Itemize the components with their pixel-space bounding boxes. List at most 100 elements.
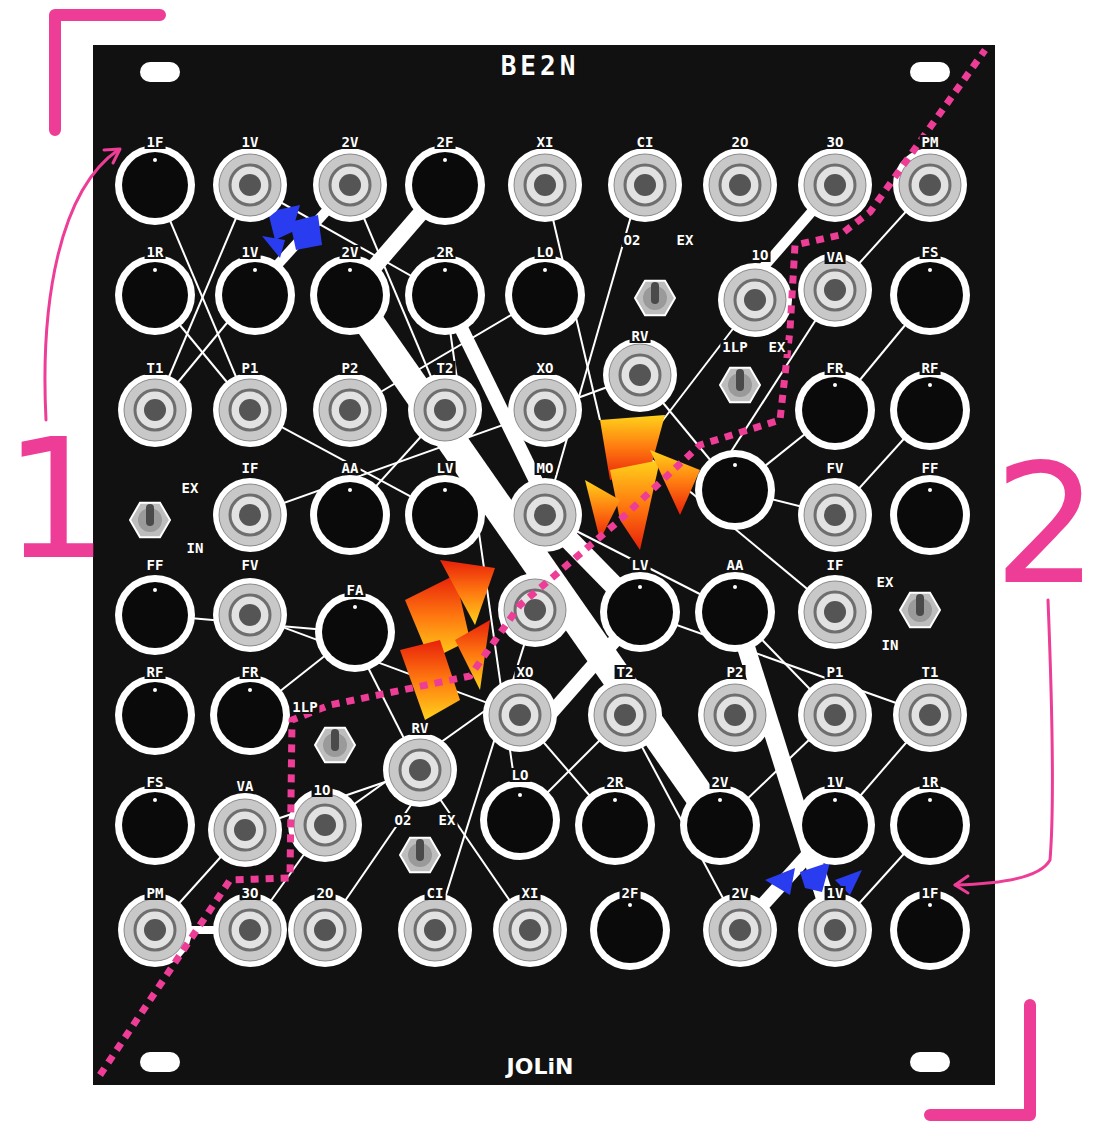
jack-ring [798,678,872,752]
dotted-divider [100,50,985,1075]
mounting-slots [140,62,950,1072]
knob-ring [680,785,760,865]
jack-sleeve [525,165,565,205]
toggle-nut [130,503,170,538]
jack-label: O2 [622,233,643,247]
jack-nut [514,154,576,216]
annotations [45,15,1053,1115]
jack-nut [709,899,771,961]
jack-ring [213,148,287,222]
jack-nut [804,899,866,961]
jack-label: PM [920,135,941,149]
jack-nut [414,379,476,441]
jack-label: FS [920,245,941,259]
jack-ring [213,578,287,652]
jack-sleeve [735,280,775,320]
toggle-lever [651,282,659,304]
panel [93,45,995,1085]
knob-dot [718,798,722,802]
jack-hole [519,919,541,941]
jack-ring [798,575,872,649]
jack-nut [804,581,866,643]
arrow-head [104,149,120,163]
jack-hole [824,919,846,941]
jack-nut [704,684,766,746]
jack-hole [534,504,556,526]
knob [897,482,963,548]
toggle-lever [416,839,424,861]
toggle-lever [331,729,339,751]
knob-ring [115,145,195,225]
jack-label: 1V [825,775,846,789]
knob-dot [348,488,352,492]
jack-label: FS [145,775,166,789]
jack-label: AA [340,461,361,475]
jack-label: RV [630,329,651,343]
jack-hole [239,504,261,526]
jack-label: RV [410,721,431,735]
jack-hole [824,279,846,301]
jack-ring [703,148,777,222]
knob [122,152,188,218]
knob-ring [505,255,585,335]
jack-label: IN [880,638,901,652]
jack-label: 2V [710,775,731,789]
jack-hole [409,759,431,781]
jack-nut [219,584,281,646]
jack-sleeve [415,910,455,950]
knob-dot [518,793,522,797]
jack-label: 1LP [290,700,319,714]
jack-label: 3O [240,886,261,900]
jack-sleeve [720,910,760,950]
knob-dot [153,158,157,162]
jack-ring [798,253,872,327]
knob-dot [353,605,357,609]
knob-ring [890,255,970,335]
thick-wire [735,612,835,930]
jack-label: LV [630,558,651,572]
jack-nut [214,799,276,861]
knob-dot [628,903,632,907]
jack-ring [408,373,482,447]
jack-ring [213,373,287,447]
knob-dot [443,158,447,162]
jack-label: 2V [340,245,361,259]
jack-label: PM [145,886,166,900]
callout-number: 1 [4,418,109,583]
knob-ring [405,475,485,555]
jack-sleeve [815,165,855,205]
jack-hole [239,604,261,626]
jack-label: T2 [615,665,636,679]
jack-label: XI [520,886,541,900]
wire [640,612,930,715]
jack-nut [804,484,866,546]
jack-label: EX [675,233,696,247]
knob [897,262,963,328]
jack-hole [824,601,846,623]
jack-label: 2V [730,886,751,900]
knob-ring [115,255,195,335]
jack-nut [219,899,281,961]
knob-ring [215,255,295,335]
knob [802,792,868,858]
jack-label: XO [535,361,556,375]
jack-ring [798,478,872,552]
arrow-line [45,150,118,420]
jack-hole [534,174,556,196]
jack-sleeve [425,390,465,430]
knob [317,262,383,328]
jack-nut [319,379,381,441]
jack-sleeve [230,165,270,205]
jack-nut [609,344,671,406]
jack-ring [588,678,662,752]
jack-ring [498,573,572,647]
jack-hole [744,289,766,311]
jack-ring [608,148,682,222]
knob-dot [833,798,837,802]
knob [412,482,478,548]
jack-nut [124,899,186,961]
jack-hole [314,919,336,941]
knob [512,262,578,328]
knob [122,792,188,858]
jacks-and-knobs [115,145,970,970]
